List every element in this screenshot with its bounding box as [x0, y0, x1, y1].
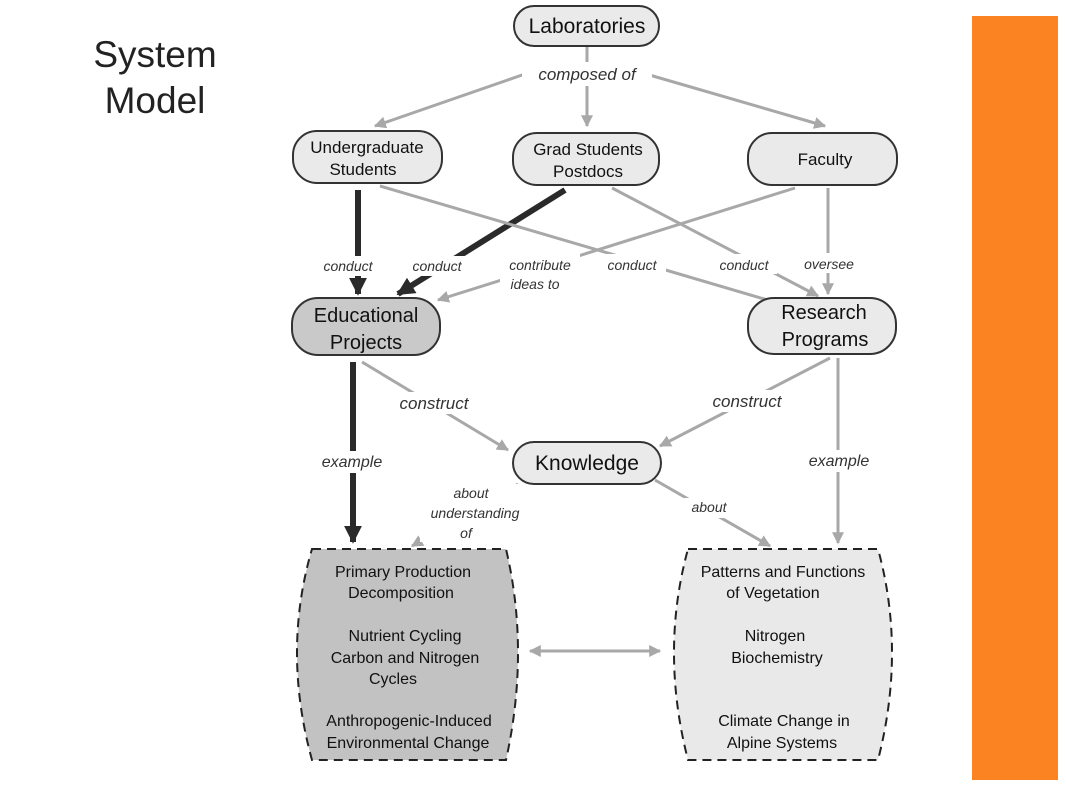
label-construct-left: construct	[400, 394, 470, 413]
undergraduate-label-line1: Undergraduate	[310, 138, 423, 157]
laboratories-label: Laboratories	[529, 15, 646, 38]
right-topic-line3: Nitrogen	[745, 628, 805, 645]
label-contribute-line2: ideas to	[510, 276, 559, 292]
knowledge-label: Knowledge	[535, 452, 639, 475]
undergraduate-label-line2: Students	[329, 160, 396, 179]
right-topics-box: Patterns and Functions of Vegetation Nit…	[673, 548, 893, 761]
edge-grad-to-educational	[396, 187, 567, 297]
label-conduct-grad: conduct	[412, 258, 462, 274]
right-topic-line5: Climate Change in	[718, 713, 850, 730]
label-composed-of: composed of	[538, 65, 638, 84]
right-topic-line6: Alpine Systems	[727, 735, 837, 752]
left-topics-box: Primary Production Decomposition Nutrien…	[296, 548, 519, 761]
label-conduct-undergrad: conduct	[323, 258, 373, 274]
edge-labs-to-undergrad	[373, 72, 526, 129]
edge-faculty-to-educational	[436, 186, 796, 303]
left-topic-line3: Nutrient Cycling	[349, 628, 462, 645]
label-example-left: example	[322, 454, 383, 471]
label-conduct-undergrad-research: conduct	[607, 257, 657, 273]
node-educational-projects: Educational Projects	[291, 297, 441, 356]
right-topic-line4: Biochemistry	[731, 650, 823, 667]
label-about-understanding-line2: understanding	[431, 505, 520, 521]
research-label-line1: Research	[781, 302, 867, 324]
label-about-understanding-line3: of	[460, 525, 474, 541]
label-conduct-grad-research: conduct	[719, 257, 769, 273]
left-topic-line1: Primary Production	[335, 564, 471, 581]
left-topic-line2: Decomposition	[348, 585, 454, 602]
node-research-programs: Research Programs	[747, 297, 897, 355]
left-topic-line4: Carbon and Nitrogen	[331, 650, 480, 667]
grad-label-line2: Postdocs	[553, 162, 623, 181]
node-grad-students-postdocs: Grad Students Postdocs	[512, 132, 660, 186]
slide-title-line2: Model	[104, 80, 206, 121]
right-topic-line2: of Vegetation	[726, 585, 819, 602]
node-faculty: Faculty	[747, 132, 898, 186]
label-construct-right: construct	[713, 392, 783, 411]
right-topic-line1: Patterns and Functions	[701, 564, 866, 581]
slide-title-line1: System	[93, 34, 217, 75]
edge-labs-to-faculty	[645, 72, 827, 129]
label-oversee: oversee	[804, 256, 854, 272]
educational-label-line2: Projects	[330, 332, 402, 354]
faculty-label: Faculty	[798, 150, 853, 169]
label-example-right: example	[809, 453, 870, 470]
label-about-understanding-line1: about	[453, 485, 489, 501]
edge-undergrad-to-research	[379, 184, 790, 309]
grad-label-line1: Grad Students	[533, 140, 643, 159]
node-laboratories: Laboratories	[513, 5, 660, 47]
slide-title: System Model	[60, 32, 250, 124]
left-topic-line5: Cycles	[369, 671, 417, 688]
label-about-right: about	[691, 499, 727, 515]
educational-label-line1: Educational	[314, 305, 419, 327]
edge-labels: composed of conduct conduct contribute i…	[311, 62, 880, 542]
label-contribute-line1: contribute	[509, 257, 571, 273]
research-label-line2: Programs	[782, 329, 869, 351]
edge-grad-to-research	[611, 186, 820, 298]
left-topic-line7: Environmental Change	[327, 735, 490, 752]
node-undergraduate-students: Undergraduate Students	[292, 130, 443, 184]
left-topic-line6: Anthropogenic-Induced	[326, 713, 491, 730]
node-knowledge: Knowledge	[512, 441, 662, 485]
accent-side-bar	[972, 16, 1058, 780]
